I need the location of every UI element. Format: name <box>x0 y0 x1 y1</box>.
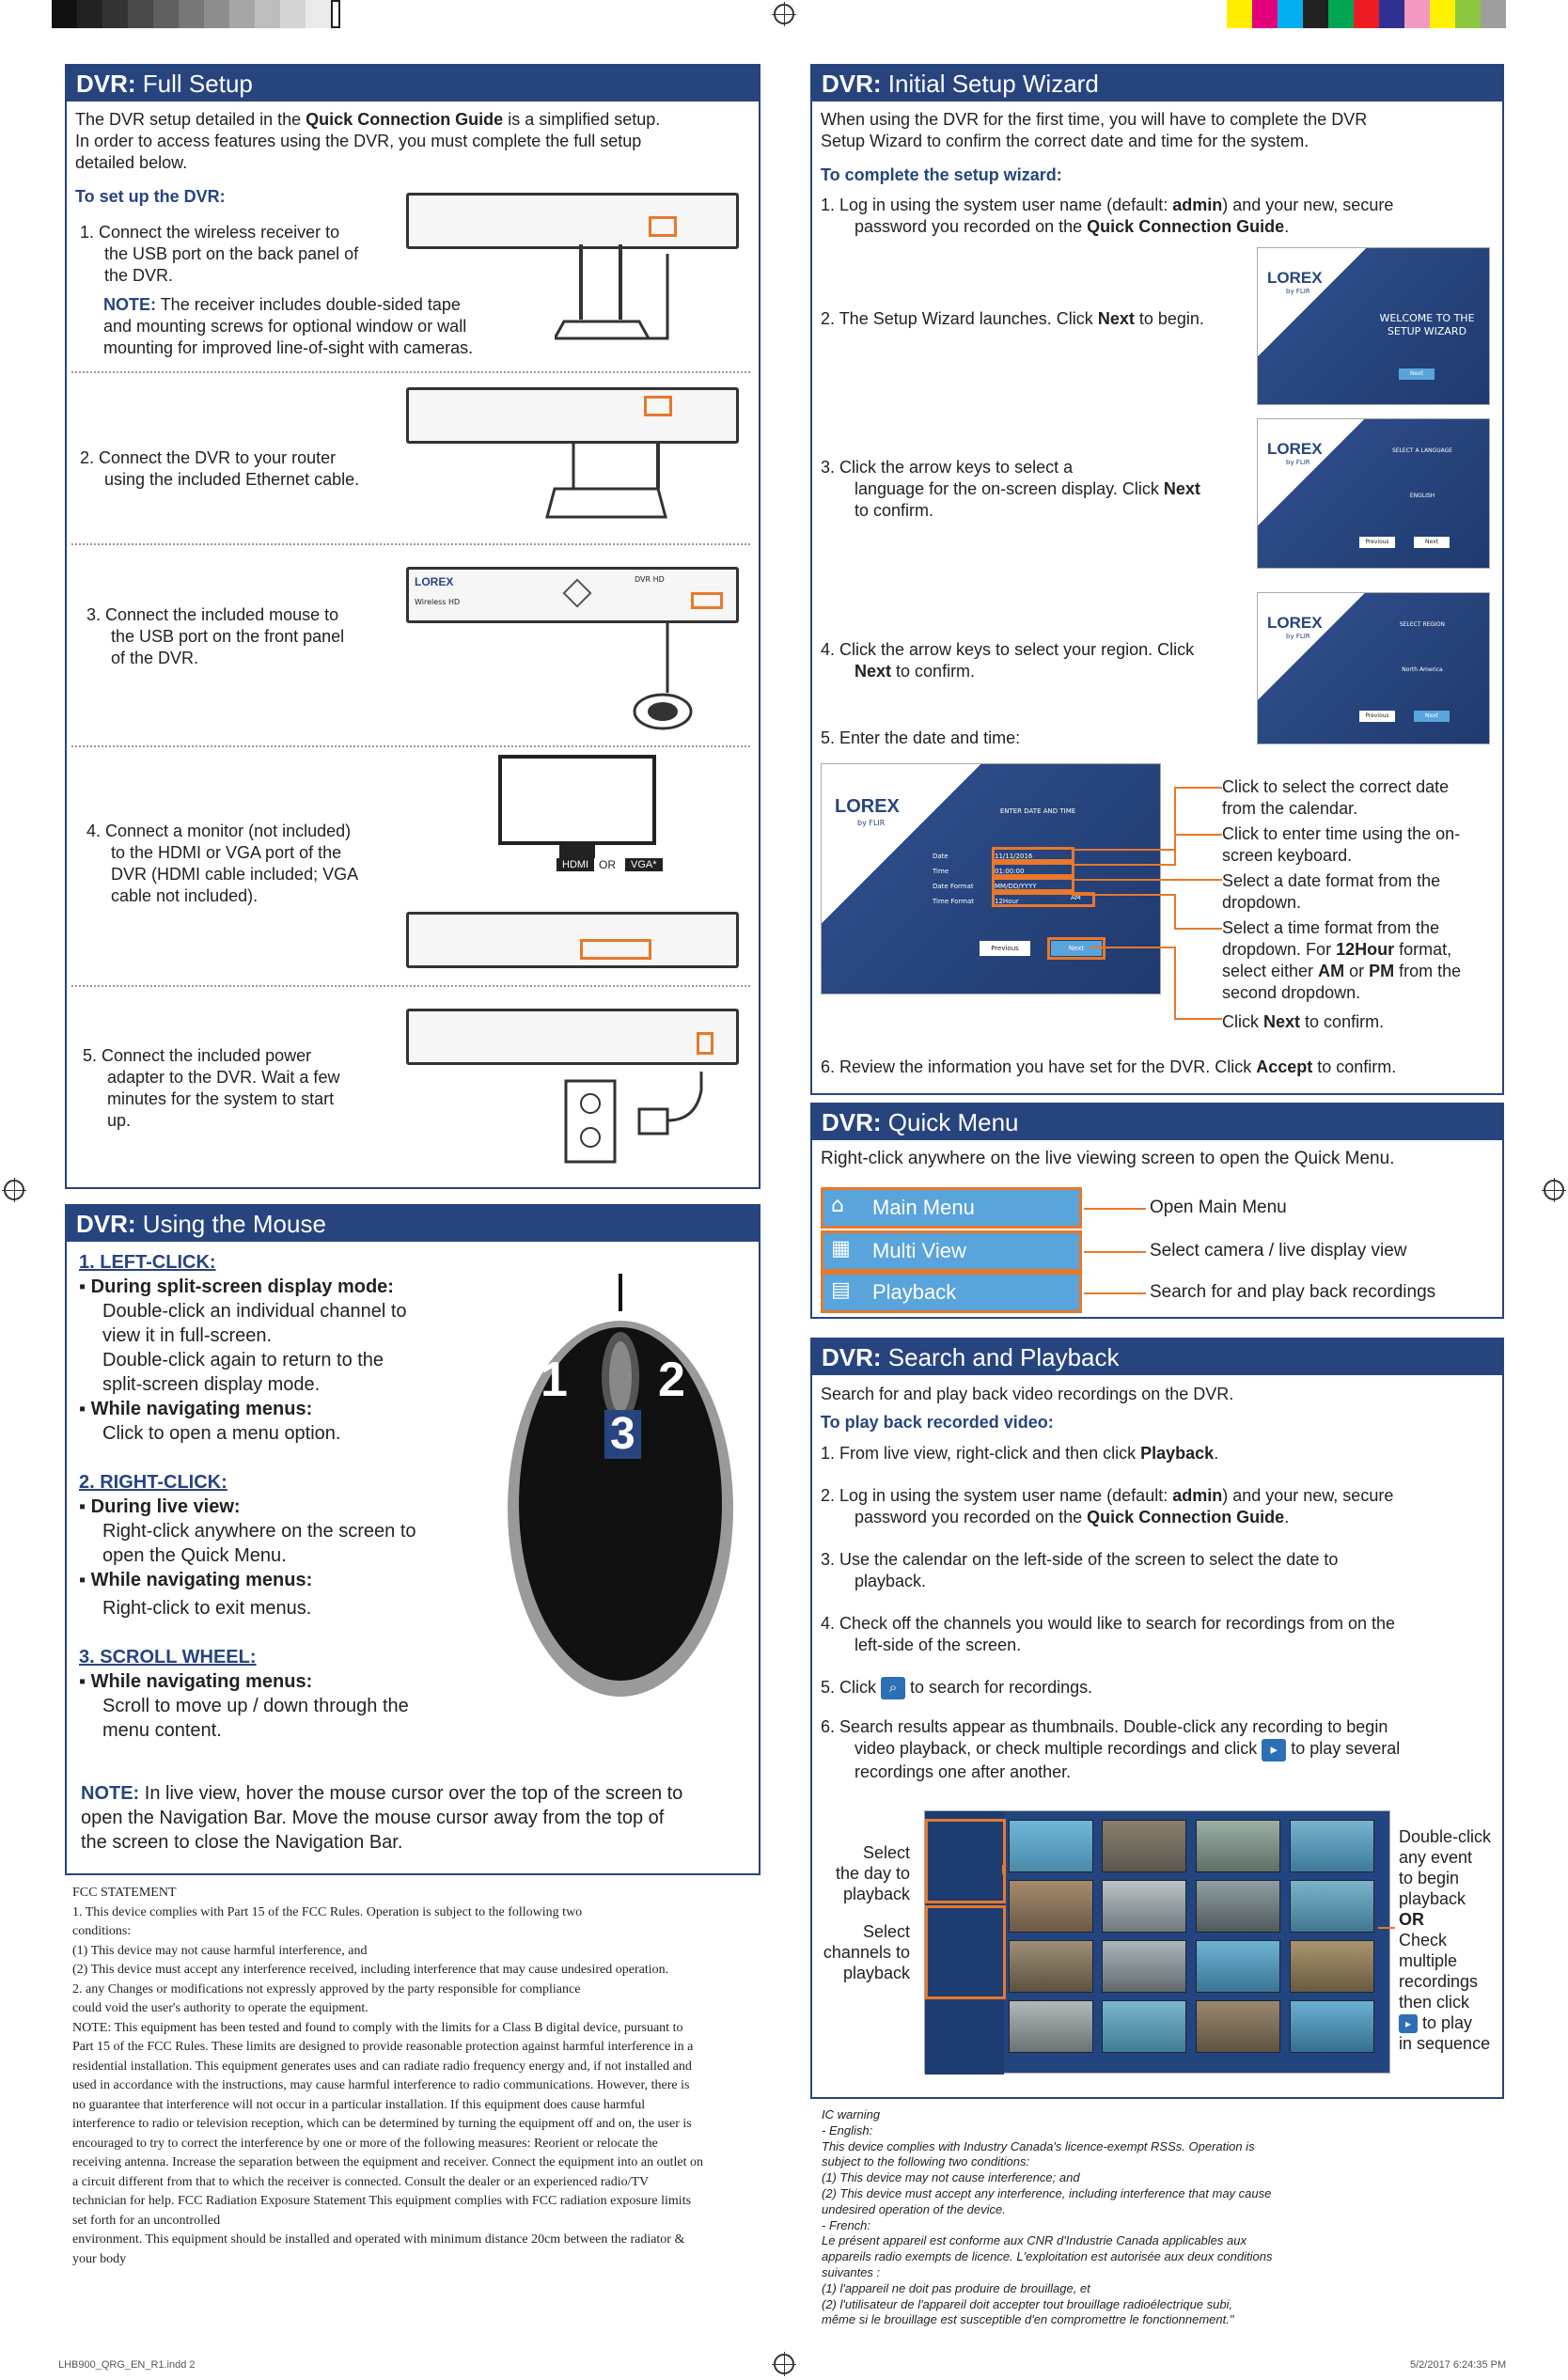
full-setup-intro: The DVR setup detailed in the Quick Conn… <box>75 110 661 172</box>
setup-step-5: 5. Connect the included power adapter to… <box>83 1046 340 1130</box>
main-menu-desc: Open Main Menu <box>1150 1198 1287 1217</box>
step-separator <box>71 985 750 987</box>
or-label: OR <box>599 858 616 871</box>
multi-view-button[interactable]: Multi View <box>821 1230 1082 1272</box>
wizard-step-5: 5. Enter the date and time: <box>821 728 1021 747</box>
camera-thumbnail[interactable] <box>1009 1940 1093 1993</box>
mouse-cable-icon <box>633 622 693 730</box>
full-setup-panel: DVR: Full Setup <box>65 64 760 1189</box>
registration-mark-left <box>2 1178 26 1202</box>
playback-desc: Search for and play back recordings <box>1150 1282 1436 1302</box>
step-separator <box>71 371 750 373</box>
camera-thumbnail[interactable] <box>1102 1940 1186 1993</box>
camera-thumbnail[interactable] <box>1196 1820 1280 1872</box>
camera-thumbnail[interactable] <box>1102 1820 1186 1872</box>
search-playback-header: DVR: Search and Playback <box>812 1339 1502 1375</box>
search-intro: Search for and play back video recording… <box>821 1385 1234 1403</box>
camera-thumbnail[interactable] <box>1290 1820 1374 1872</box>
search-steps: 1. From live view, right-click and then … <box>821 1444 1401 1781</box>
camera-thumbnail[interactable] <box>1196 1880 1280 1933</box>
dvr-front-panel-illustration: LOREX Wireless HD DVR HD <box>406 567 739 623</box>
left-click-number: 1 <box>541 1353 568 1407</box>
home-icon: ⌂ <box>831 1194 844 1217</box>
setup-step-1-note: NOTE: The receiver includes double-sided… <box>103 295 474 357</box>
vga-label: VGA* <box>625 858 663 871</box>
registration-mark-bottom <box>772 2352 796 2376</box>
camera-thumbnail[interactable] <box>1290 2000 1374 2053</box>
wizard-step-4: 4. Click the arrow keys to select your r… <box>821 640 1195 681</box>
region-screen-thumbnail: LOREX by FLIR SELECT REGION North Americ… <box>1257 592 1490 744</box>
wireless-receiver-icon <box>555 244 669 340</box>
dvr-back-panel-illustration <box>406 387 739 444</box>
wizard-intro: When using the DVR for the first time, y… <box>821 110 1368 150</box>
wizard-step-6: 6. Review the information you have set f… <box>821 1057 1397 1076</box>
router-icon <box>545 442 667 519</box>
mouse-header: DVR: Using the Mouse <box>67 1206 759 1242</box>
play-sequence-icon: ▸ <box>1262 1738 1287 1762</box>
setup-step-1: 1. Connect the wireless receiver to the … <box>80 223 359 285</box>
main-menu-button[interactable]: Main Menu <box>821 1187 1082 1229</box>
full-setup-header: DVR: Full Setup <box>67 66 759 102</box>
mouse-illustration <box>508 1274 733 1697</box>
camera-thumbnail[interactable] <box>1009 1880 1093 1933</box>
multi-view-desc: Select camera / live display view <box>1150 1241 1407 1260</box>
ic-warning: IC warning- English:This device complies… <box>822 2107 1273 2327</box>
footer-filename: LHB900_QRG_EN_R1.indd 2 <box>58 2359 196 2371</box>
power-outlet-icon <box>564 1072 703 1164</box>
mouse-note: NOTE: In live view, hover the mouse curs… <box>81 1783 683 1853</box>
film-icon: ▤ <box>831 1278 851 1302</box>
dvr-back-panel-illustration <box>406 1009 739 1065</box>
search-icon: ⌕ <box>881 1677 906 1700</box>
camera-thumbnail[interactable] <box>1102 1880 1186 1933</box>
setup-step-2: 2. Connect the DVR to your router using … <box>80 448 360 489</box>
registration-mark-right <box>1542 1178 1566 1202</box>
mouse-instructions: 1. LEFT-CLICK: ▪ During split-screen dis… <box>79 1252 416 1741</box>
language-screen-thumbnail: LOREX by FLIR SELECT A LANGUAGE ENGLISH … <box>1257 418 1490 569</box>
search-subheading: To play back recorded video: <box>821 1413 1054 1432</box>
camera-thumbnail[interactable] <box>1290 1940 1374 1993</box>
callout-leader-lines <box>1072 787 1222 1020</box>
camera-thumbnail[interactable] <box>1290 1880 1374 1933</box>
step-separator <box>71 745 750 747</box>
right-click-number: 2 <box>658 1353 685 1407</box>
camera-thumbnail[interactable] <box>1009 1820 1093 1872</box>
hdmi-label: HDMI <box>557 858 595 871</box>
full-setup-subheading: To set up the DVR: <box>75 187 226 206</box>
setup-step-4: 4. Connect a monitor (not included) to t… <box>86 822 359 905</box>
wizard-step-1: 1. Log in using the system user name (de… <box>821 196 1394 236</box>
quick-menu-header: DVR: Quick Menu <box>812 1104 1502 1140</box>
registration-mark-top <box>772 2 796 26</box>
wizard-subheading: To complete the setup wizard: <box>821 165 1062 184</box>
setup-step-3: 3. Connect the included mouse to the USB… <box>86 605 345 667</box>
monitor-icon <box>498 755 656 845</box>
camera-thumbnail[interactable] <box>1196 2000 1280 2053</box>
footer-timestamp: 5/2/2017 6:24:35 PM <box>1410 2359 1507 2371</box>
wizard-step-2: 2. The Setup Wizard launches. Click Next… <box>821 309 1204 328</box>
playback-button[interactable]: Playback <box>821 1272 1082 1313</box>
step-separator <box>71 543 750 545</box>
camera-thumbnail[interactable] <box>1102 2000 1186 2053</box>
wizard-step-3: 3. Click the arrow keys to select a lang… <box>821 458 1200 520</box>
play-sequence-icon: ▸ <box>1399 2014 1418 2034</box>
camera-thumbnail[interactable] <box>1009 2000 1093 2053</box>
grid-icon: ▦ <box>831 1237 851 1260</box>
scroll-wheel-number: 3 <box>604 1410 641 1459</box>
dvr-back-panel-illustration <box>406 193 739 249</box>
setup-wizard-header: DVR: Initial Setup Wizard <box>812 66 1502 102</box>
quick-menu-intro: Right-click anywhere on the live viewing… <box>821 1149 1395 1168</box>
dvr-back-panel-illustration <box>406 912 739 968</box>
camera-thumbnail[interactable] <box>1196 1940 1280 1993</box>
